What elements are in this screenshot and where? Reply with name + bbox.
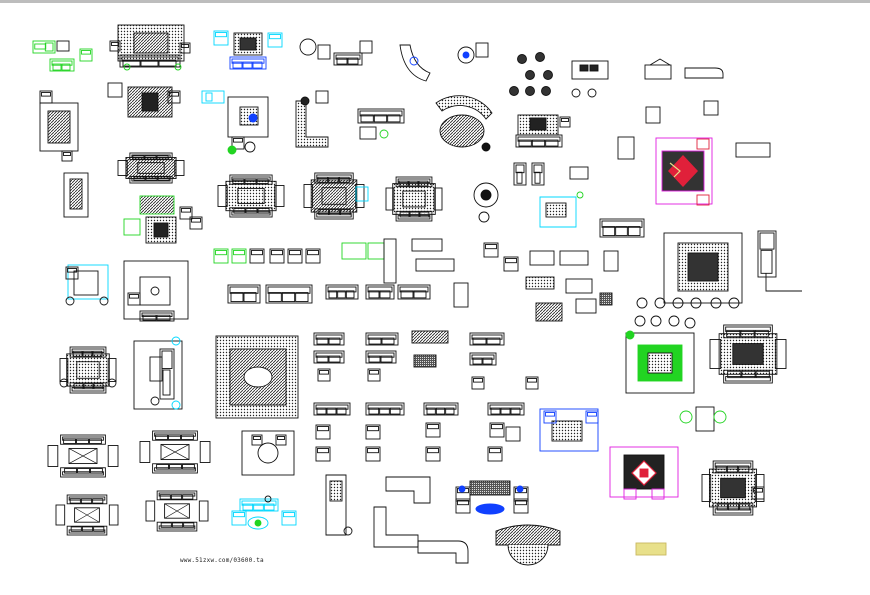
block-large-rug-set	[215, 335, 299, 419]
block-cyan-sofa	[513, 162, 589, 228]
block-long-sofa-vertical	[133, 336, 183, 410]
block-round-table-curved-sofa	[435, 95, 493, 152]
block-magenta-set	[655, 137, 771, 206]
block-yellow-sofa	[635, 542, 667, 556]
block-sofa-single-right	[599, 218, 645, 238]
block-cyan-framed-chair	[65, 264, 109, 306]
block-green-mirror	[679, 406, 727, 432]
block-sofa-set-4	[117, 152, 203, 244]
block-sofa-set-10	[701, 460, 765, 516]
drawing-caption: www.51zxw.com/03600.ta	[180, 557, 264, 564]
cad-furniture-sheet	[32, 24, 802, 566]
block-curved-back-sofa	[495, 524, 561, 566]
block-green-table-set	[625, 330, 695, 394]
block-sofa-rug-set-1	[109, 24, 191, 71]
block-sofa-set-6	[303, 172, 369, 220]
block-blue-sofa-set	[539, 408, 599, 452]
block-rounded-armchair	[63, 172, 89, 218]
block-set-with-blue-table	[227, 96, 269, 155]
block-round-table-set	[241, 430, 295, 476]
block-chairs-small	[299, 38, 373, 66]
block-misc-top-right	[644, 58, 724, 80]
block-sofa-row-1	[227, 284, 431, 304]
block-chairs-mid	[453, 242, 619, 322]
block-sofa-set-5	[217, 174, 285, 218]
block-green-sofa-set	[32, 40, 93, 72]
block-chair-lamp	[457, 42, 489, 64]
block-small-sofa-pair	[357, 108, 405, 140]
block-l-sofas	[325, 474, 469, 564]
block-round-chairs	[509, 52, 609, 98]
block-sofa-row-3	[313, 402, 525, 462]
block-small-sets-bottom-left	[55, 490, 209, 536]
block-sofa-set-8	[59, 346, 117, 394]
block-square-set	[123, 260, 189, 322]
block-small-round-chairs	[634, 297, 740, 329]
block-round-chair-2	[473, 182, 499, 223]
block-magenta-sofa-set	[609, 446, 679, 500]
block-bed-sets-left	[47, 430, 211, 478]
block-sofa-set-7	[385, 176, 443, 222]
block-sofa-set-9	[709, 324, 787, 384]
block-curved-sofa	[399, 44, 431, 82]
block-green-chairs-row	[213, 238, 455, 284]
block-sofa-set-3	[515, 114, 571, 148]
block-set-vertical-1	[39, 90, 79, 162]
block-armchair-pair	[617, 100, 719, 160]
block-large-cross-set	[663, 230, 802, 304]
block-sofa-row-2	[313, 330, 539, 390]
top-border	[0, 0, 870, 3]
block-blue-ellipse-set	[455, 480, 529, 515]
block-corner-sofa	[295, 90, 329, 148]
block-set-with-rug-2	[107, 82, 225, 118]
block-cyan-round-set	[231, 495, 297, 530]
block-blue-set	[213, 30, 283, 70]
